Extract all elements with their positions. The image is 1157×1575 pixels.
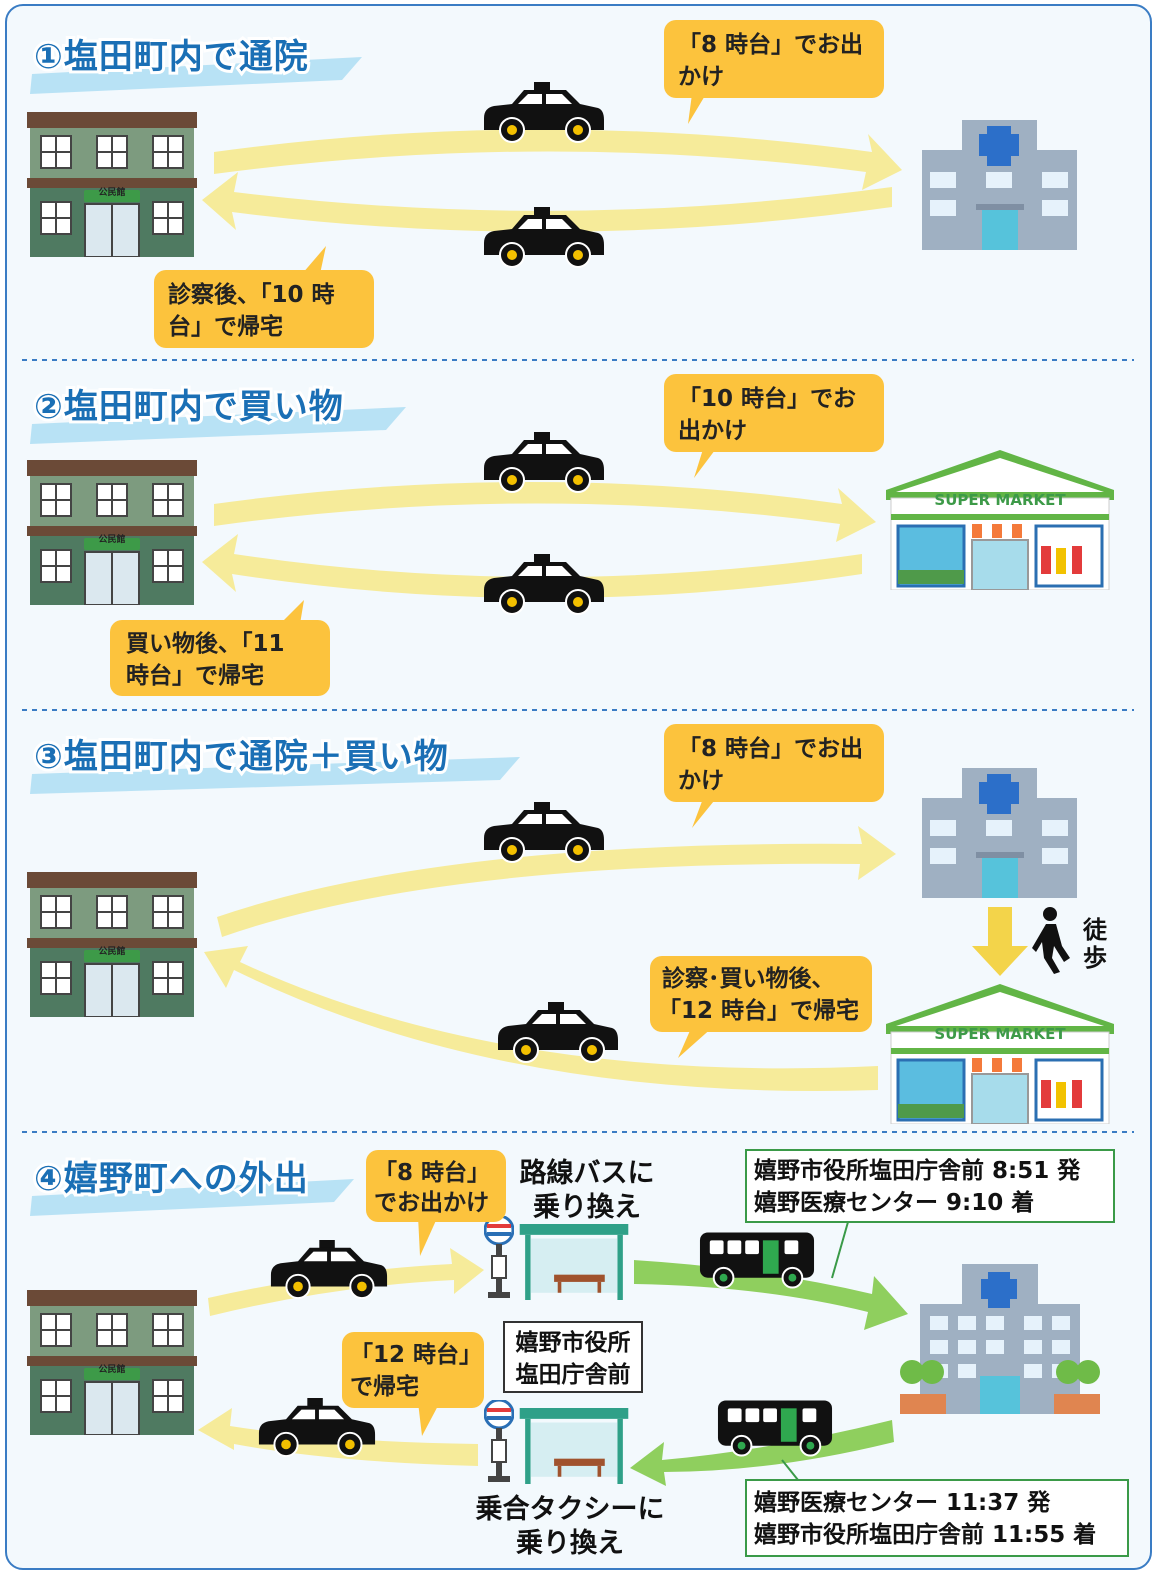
community-center-icon bbox=[27, 872, 197, 1017]
community-center-sign: 公民館 bbox=[98, 186, 125, 198]
arrow-bus-go bbox=[634, 1260, 908, 1330]
stop-name-line: 嬉野市役所 bbox=[516, 1329, 631, 1356]
section-4: ④嬉野町への外出 公民館 「8 時台」 でお出かけ 「12 時台」 bbox=[27, 1149, 1129, 1559]
section-title: ④嬉野町への外出 bbox=[34, 1159, 309, 1199]
taxi-icon bbox=[484, 802, 604, 863]
bubble-line: 買い物後、「11 bbox=[126, 630, 285, 657]
bubble-line: 「10 時台」でお bbox=[678, 385, 856, 412]
bubble-line: 診察後、「10 時 bbox=[168, 281, 335, 308]
supermarket-sign: SUPER MARKET bbox=[934, 1025, 1066, 1043]
bubble-line: かけ bbox=[678, 768, 724, 794]
hospital-icon bbox=[922, 120, 1077, 250]
go-bubble: 「8 時台」 でお出かけ bbox=[366, 1150, 506, 1256]
section-3: ③塩田町内で通院＋買い物 公民館 SUPER MARKET 徒 歩 「8 時台」… bbox=[22, 724, 1134, 1133]
hospital-icon bbox=[922, 768, 1077, 898]
taxi-icon bbox=[498, 1002, 618, 1063]
section-title: ①塩田町内で通院 bbox=[34, 37, 309, 77]
go-bubble: 「8 時台」でお出 かけ bbox=[664, 20, 884, 124]
bubble-line: 「12 時台」 bbox=[350, 1341, 482, 1368]
arrow-return bbox=[202, 172, 892, 232]
walk-arrow bbox=[972, 907, 1028, 976]
go-bubble: 「10 時台」でお 出かけ bbox=[664, 374, 884, 478]
title-brush bbox=[30, 757, 520, 794]
community-center-icon bbox=[27, 460, 197, 605]
arrow-go bbox=[217, 826, 896, 937]
arrow-taxi-return bbox=[198, 1408, 478, 1466]
bubble-line: 「8 時台」でお出 bbox=[678, 735, 863, 762]
bubble-line: 「12 時台」で帰宅 bbox=[658, 997, 859, 1024]
title-brush bbox=[30, 407, 406, 444]
taxi-transfer-label: 乗り換え bbox=[516, 1528, 624, 1559]
supermarket-icon bbox=[886, 450, 1114, 590]
walk-label: 歩 bbox=[1083, 944, 1107, 972]
bubble-line: で帰宅 bbox=[350, 1373, 419, 1400]
bubble-line: 「8 時台」 bbox=[374, 1159, 490, 1186]
community-center-sign: 公民館 bbox=[98, 945, 125, 957]
section-2: ②塩田町内で買い物 公民館 SUPER MARKET 「10 時台」でお 出かけ… bbox=[22, 374, 1134, 711]
bus-shelter-icon bbox=[519, 1408, 629, 1484]
return-bubble: 診察後、「10 時 台」で帰宅 bbox=[154, 246, 374, 348]
return-schedule-box: 嬉野医療センター 11:37 発 嬉野市役所塩田庁舎前 11:55 着 bbox=[745, 1459, 1129, 1557]
stop-name-box: 嬉野市役所 塩田庁舎前 bbox=[503, 1321, 643, 1393]
bus-shelter-icon bbox=[519, 1224, 629, 1300]
bubble-line: 台」で帰宅 bbox=[168, 313, 283, 340]
return-bubble: 診察･買い物後、 「12 時台」で帰宅 bbox=[650, 956, 872, 1058]
arrow-return bbox=[202, 534, 862, 598]
return-bubble: 買い物後、「11 時台」で帰宅 bbox=[110, 600, 330, 696]
community-center-sign: 公民館 bbox=[98, 1363, 125, 1375]
infographic-frame: ①塩田町内で通院 公民館 「8 時台」でお出 かけ 診察後、「10 時 台」で帰… bbox=[5, 4, 1152, 1570]
bus-transfer-label: 乗り換え bbox=[533, 1192, 641, 1223]
section-title: ②塩田町内で買い物 bbox=[34, 387, 344, 427]
walking-person-icon bbox=[1032, 907, 1070, 974]
schedule-line: 嬉野医療センター 11:37 発 bbox=[754, 1489, 1051, 1516]
title-brush bbox=[30, 57, 362, 94]
title-brush bbox=[30, 1179, 354, 1216]
bubble-line: 診察･買い物後、 bbox=[662, 965, 835, 992]
community-center-sign: 公民館 bbox=[98, 533, 125, 545]
go-bubble: 「8 時台」でお出 かけ bbox=[664, 724, 884, 828]
walk-label: 徒 bbox=[1082, 916, 1108, 944]
bus-transfer-label: 路線バスに bbox=[520, 1157, 655, 1189]
bubble-line: 「8 時台」でお出 bbox=[678, 31, 863, 58]
bus-stop-icon bbox=[484, 1216, 514, 1300]
community-center-icon bbox=[27, 112, 197, 257]
return-bubble: 「12 時台」 で帰宅 bbox=[342, 1332, 484, 1436]
supermarket-icon bbox=[886, 984, 1114, 1124]
hospital-icon bbox=[900, 1264, 1100, 1414]
schedule-line: 嬉野市役所塩田庁舎前 11:55 着 bbox=[754, 1521, 1096, 1548]
bubble-line: 時台」で帰宅 bbox=[126, 662, 264, 689]
taxi-transfer-label: 乗合タクシーに bbox=[476, 1493, 665, 1525]
bubble-line: かけ bbox=[678, 64, 724, 90]
bubble-line: 出かけ bbox=[678, 418, 747, 444]
schedule-line: 嬉野市役所塩田庁舎前 8:51 発 bbox=[754, 1157, 1081, 1184]
community-center-icon bbox=[27, 1290, 197, 1435]
supermarket-sign: SUPER MARKET bbox=[934, 491, 1066, 509]
stop-name-line: 塩田庁舎前 bbox=[516, 1361, 631, 1388]
section-title: ③塩田町内で通院＋買い物 bbox=[34, 737, 449, 777]
section-1: ①塩田町内で通院 公民館 「8 時台」でお出 かけ 診察後、「10 時 台」で帰… bbox=[22, 20, 1134, 361]
arrow-go bbox=[214, 129, 902, 190]
bubble-line: でお出かけ bbox=[374, 1190, 489, 1216]
arrow-go bbox=[214, 482, 876, 542]
outbound-schedule-box: 嬉野市役所塩田庁舎前 8:51 発 嬉野医療センター 9:10 着 bbox=[745, 1149, 1115, 1279]
schedule-line: 嬉野医療センター 9:10 着 bbox=[754, 1189, 1034, 1216]
taxi-icon bbox=[484, 554, 604, 615]
bus-stop-icon bbox=[484, 1400, 514, 1484]
arrow-return bbox=[204, 946, 878, 1091]
